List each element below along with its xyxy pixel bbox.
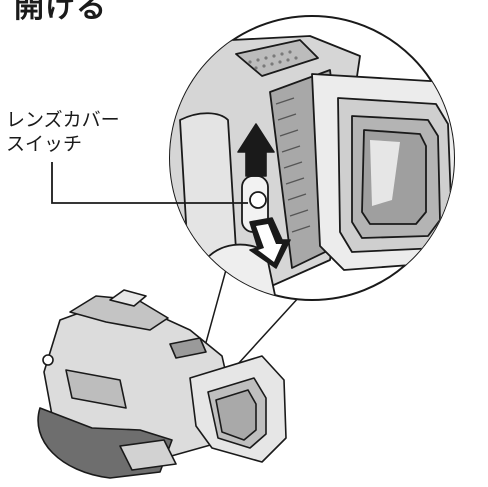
- lens-cover-switch-label-line2: スイッチ: [6, 133, 83, 155]
- page-heading: 開ける: [14, 0, 107, 25]
- direction-arrows: [237, 123, 291, 269]
- arrow-up-icon: [237, 123, 275, 177]
- lens-cover-switch-knob: [249, 191, 267, 209]
- lens-cover-switch-label: レンズカバー スイッチ: [6, 108, 120, 156]
- grille-dots: [248, 50, 298, 70]
- ring-knurls: [275, 97, 311, 233]
- camcorder-overview: [37, 289, 287, 479]
- lens-cover-switch-label-line1: レンズカバー: [6, 109, 120, 131]
- callout-leader-line: [51, 162, 248, 204]
